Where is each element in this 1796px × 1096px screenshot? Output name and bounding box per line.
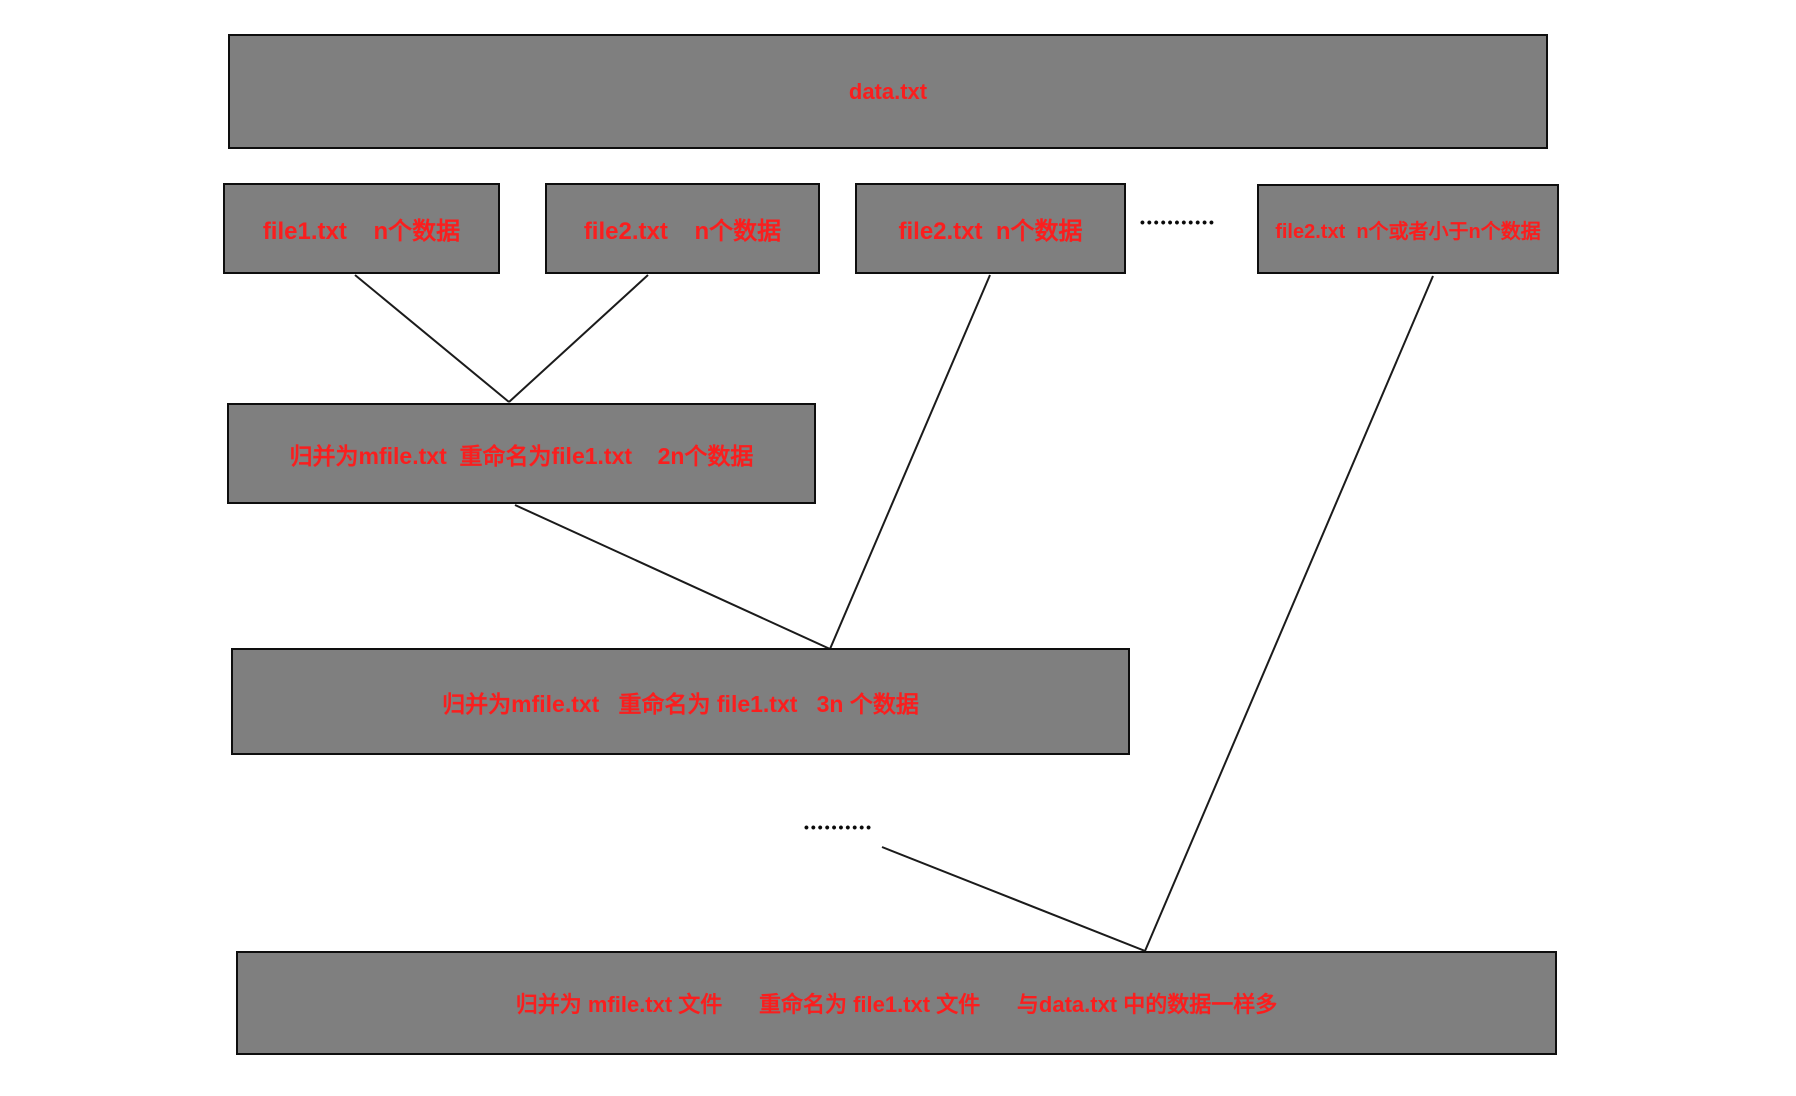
box-merge-3n: 归并为mfile.txt 重命名为 file1.txt 3n 个数据 xyxy=(231,648,1130,755)
line-file1-to-merge2n xyxy=(354,274,510,403)
box-data-txt: data.txt xyxy=(228,34,1548,149)
box-data-txt-label: data.txt xyxy=(848,78,928,104)
box-merge-all-label: 归并为 mfile.txt 文件 重命名为 file1.txt 文件 与data… xyxy=(515,992,1278,1017)
ellipsis-dots-row2: ••••••••••• xyxy=(1140,214,1216,230)
box-file2-first-label: file2.txt n个数据 xyxy=(583,218,782,245)
line-file2b-to-merge3n xyxy=(829,274,991,650)
box-file1-label: file1.txt n个数据 xyxy=(262,218,461,245)
line-file2a-to-merge2n xyxy=(508,274,649,403)
box-file1: file1.txt n个数据 xyxy=(223,183,500,274)
box-file2-last: file2.txt n个或者小于n个数据 xyxy=(1257,184,1559,274)
line-merge2n-to-merge3n xyxy=(514,504,831,650)
ellipsis-dots-middle: •••••••••• xyxy=(804,819,874,835)
box-merge-3n-label: 归并为mfile.txt 重命名为 file1.txt 3n 个数据 xyxy=(442,690,919,717)
box-merge-2n: 归并为mfile.txt 重命名为file1.txt 2n个数据 xyxy=(227,403,816,504)
box-merge-all: 归并为 mfile.txt 文件 重命名为 file1.txt 文件 与data… xyxy=(236,951,1557,1055)
box-file2-second-label: file2.txt n个数据 xyxy=(898,218,1083,245)
box-merge-2n-label: 归并为mfile.txt 重命名为file1.txt 2n个数据 xyxy=(289,442,754,469)
box-file2-last-label: file2.txt n个或者小于n个数据 xyxy=(1275,220,1541,243)
line-ellipsis-to-mergeall xyxy=(881,846,1146,952)
box-file2-second: file2.txt n个数据 xyxy=(855,183,1126,274)
line-file2c-to-mergeall xyxy=(1144,275,1434,952)
box-file2-first: file2.txt n个数据 xyxy=(545,183,820,274)
